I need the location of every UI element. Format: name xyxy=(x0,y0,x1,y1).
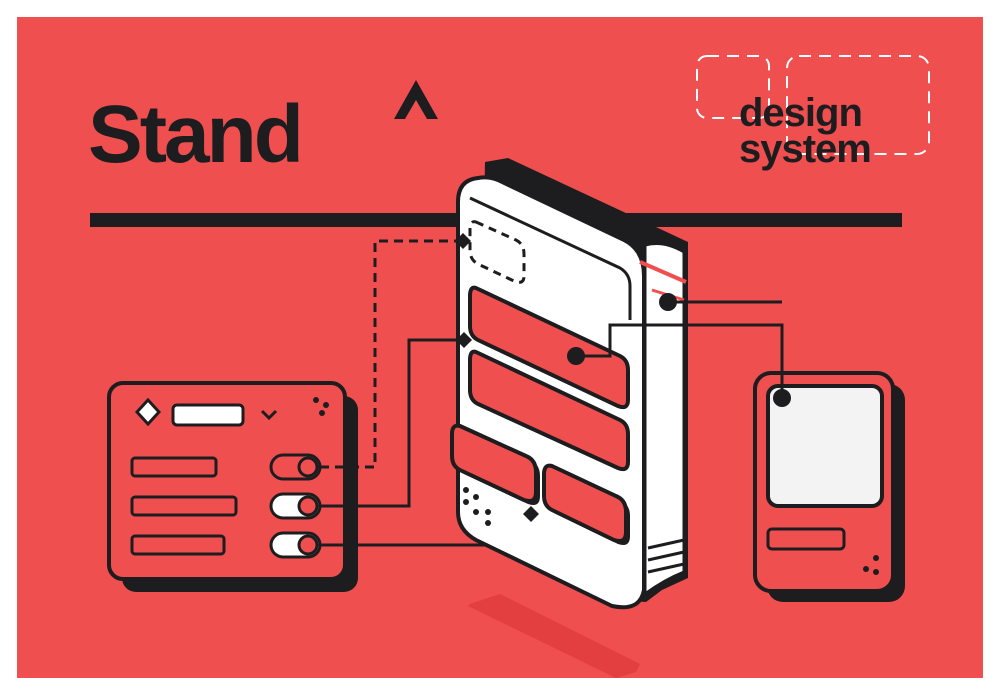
panel-select-field[interactable] xyxy=(171,403,245,427)
device-bar-2 xyxy=(468,349,630,472)
right-phone-card xyxy=(753,371,905,602)
phone-dots-icon xyxy=(863,555,879,575)
tagline-line-1: design xyxy=(739,91,862,135)
panel-field-3[interactable] xyxy=(130,534,226,556)
central-device xyxy=(450,158,688,610)
caret-up-icon xyxy=(394,80,438,119)
connector-dashed xyxy=(320,239,463,469)
panel-field-1[interactable] xyxy=(130,456,218,478)
front-connectors xyxy=(576,300,784,398)
connector-nodes xyxy=(455,233,791,522)
phone-screen xyxy=(766,384,884,508)
tagline-dashed-frames xyxy=(696,55,930,155)
connector-device-to-phone xyxy=(576,323,784,398)
device-button-2 xyxy=(542,463,628,543)
chevron-down-icon[interactable] xyxy=(260,409,278,421)
device-dots xyxy=(463,487,491,526)
phone-field[interactable] xyxy=(766,527,846,551)
toggle-3[interactable] xyxy=(269,531,322,559)
wordmark: Stand xyxy=(88,89,301,180)
connector-toggle-2 xyxy=(320,338,464,508)
left-settings-panel xyxy=(107,381,358,592)
device-bar-1 xyxy=(468,285,630,410)
device-button-1 xyxy=(450,423,538,503)
diamond-icon xyxy=(134,397,162,427)
device-floor-shadow xyxy=(468,594,640,678)
toggle-1[interactable] xyxy=(269,453,322,481)
dots-icon[interactable] xyxy=(313,397,329,416)
panel-field-2[interactable] xyxy=(130,495,238,517)
tagline-line-2: system xyxy=(739,127,871,171)
toggle-2[interactable] xyxy=(269,492,322,520)
